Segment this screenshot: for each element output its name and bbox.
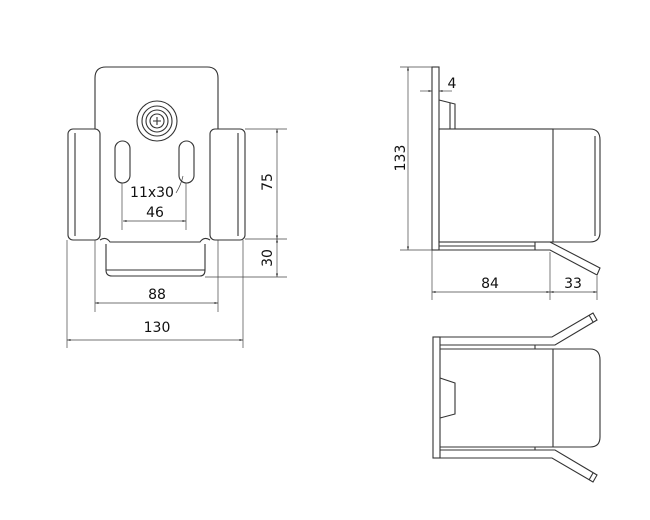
dim-130-label: 130 [144, 320, 171, 336]
dim-84-label: 84 [481, 276, 499, 292]
right-slot [178, 140, 195, 184]
dim-30-label: 30 [260, 249, 276, 267]
side-plate [431, 66, 440, 251]
dim-88-label: 88 [148, 287, 166, 303]
dim-75-label: 75 [260, 173, 276, 191]
dim-4-label: 4 [448, 76, 457, 92]
left-slot [114, 140, 131, 184]
dim-33-label: 33 [564, 276, 582, 292]
side-body [438, 128, 554, 243]
inner-body [99, 237, 211, 243]
right-wing [209, 128, 246, 241]
front-view: 46 11x30 75 30 88 130 [66, 66, 287, 348]
bottom-tab [105, 244, 206, 277]
screw-icon [136, 100, 178, 142]
bottom-notch [439, 377, 456, 419]
dim-46-label: 46 [146, 205, 164, 221]
dim-133-label: 133 [393, 145, 409, 172]
side-view: 133 4 84 33 [393, 66, 601, 300]
back-plate [94, 66, 219, 129]
bottom-plate [432, 336, 441, 459]
left-wing [67, 128, 101, 241]
slot-size-label: 11x30 [130, 185, 174, 201]
bottom-body [553, 348, 601, 448]
bottom-view [432, 312, 601, 483]
